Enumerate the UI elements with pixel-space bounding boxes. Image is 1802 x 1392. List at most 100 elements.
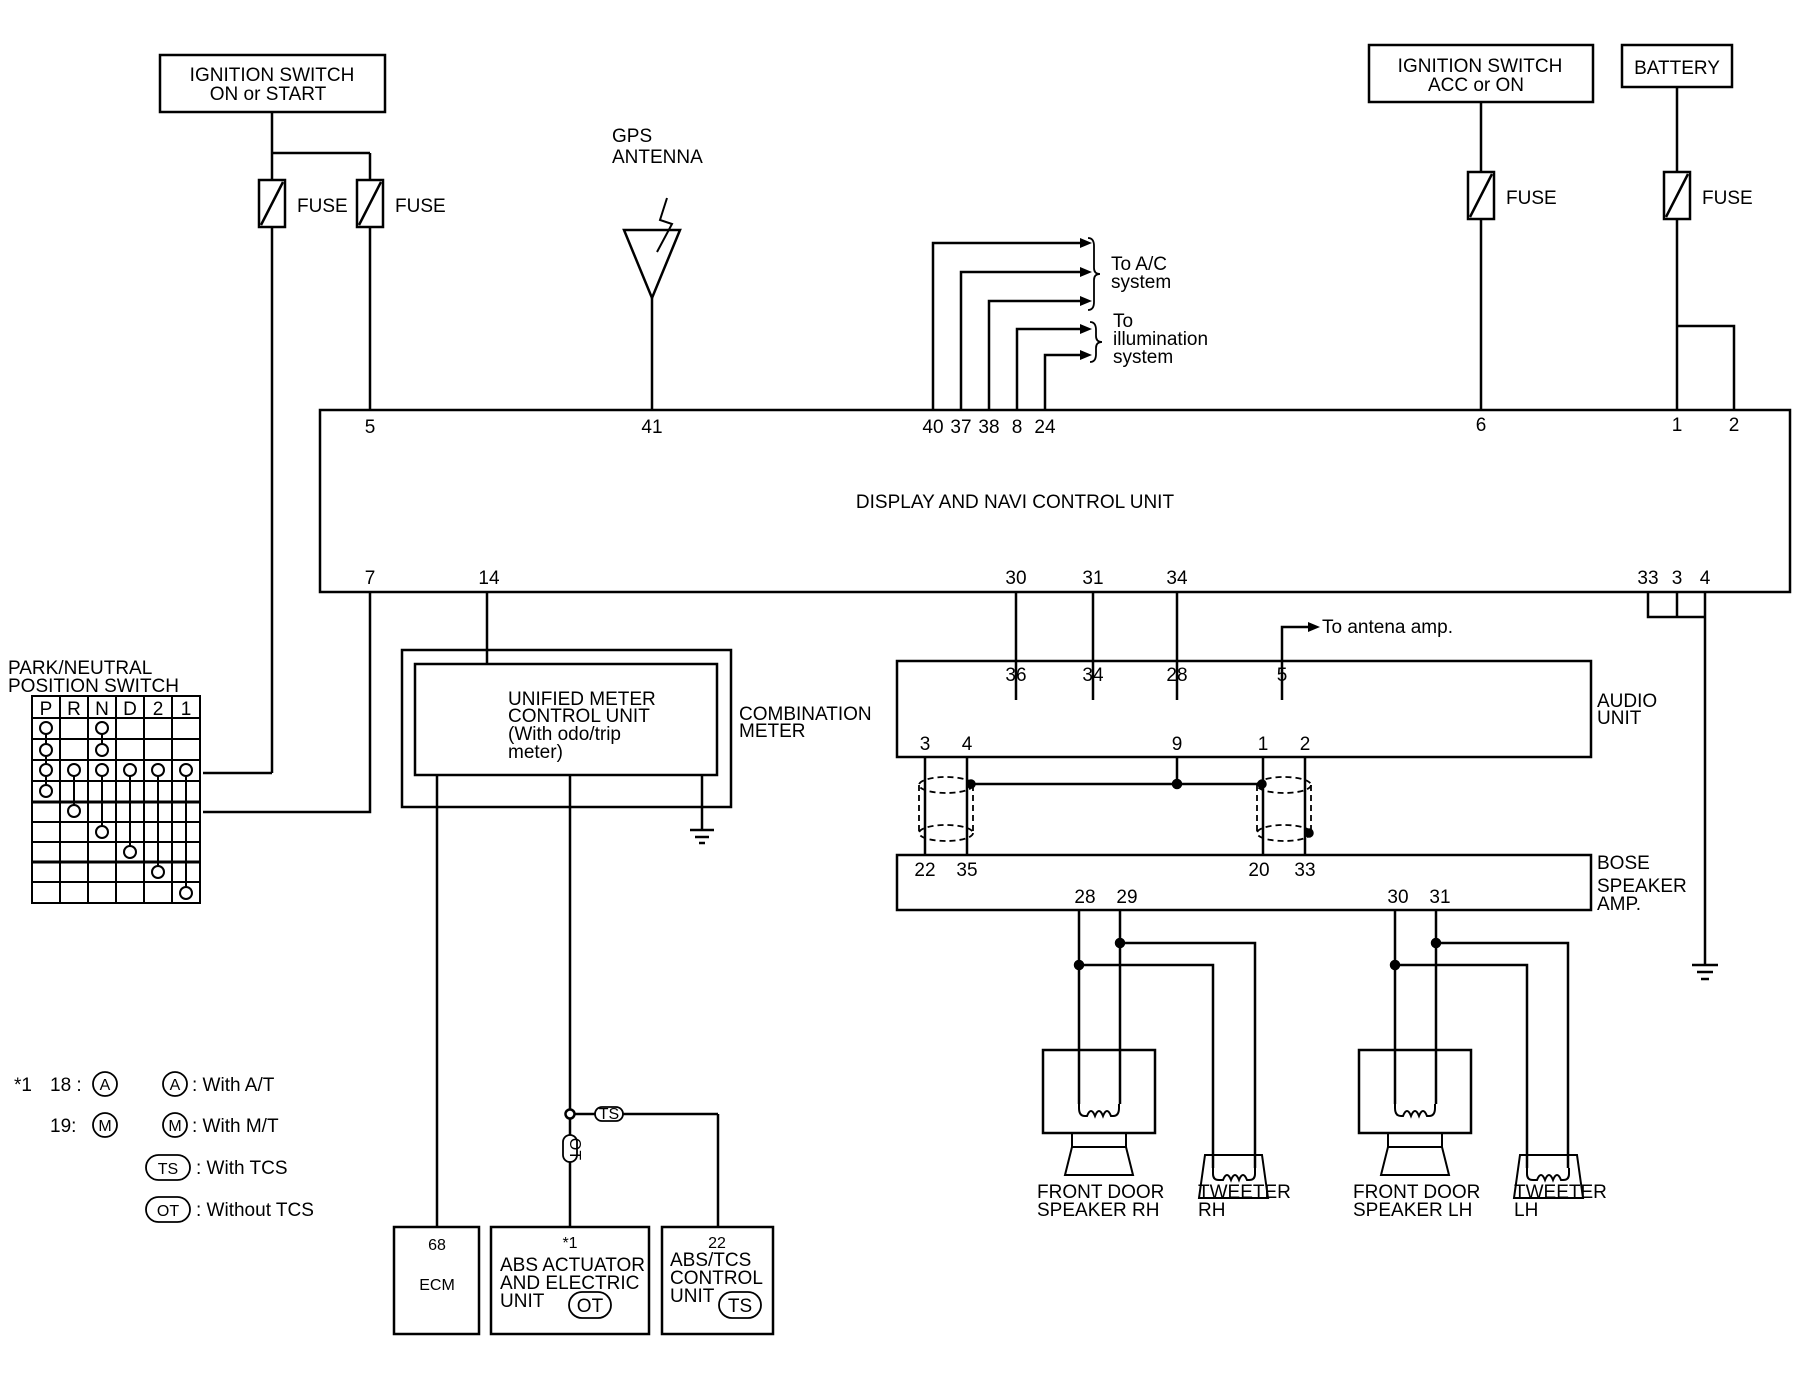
pin-label: 3	[920, 734, 931, 755]
ecm-box	[392, 1225, 481, 1336]
front-door-speaker-rh	[1041, 1048, 1157, 1135]
arrowhead	[1308, 622, 1320, 632]
pin-label: 22	[914, 860, 935, 881]
pin-label: 40	[922, 417, 943, 438]
pin-label: 28	[1074, 887, 1095, 908]
legend-text: : With TCS	[196, 1158, 288, 1179]
fuse-label: FUSE	[297, 196, 348, 217]
tweeter-lh-label-2: LH	[1514, 1200, 1538, 1221]
to-illum-label-2: illumination	[1113, 329, 1208, 350]
abs-tcs-control-unit-box	[660, 1225, 775, 1336]
pin-label: 41	[641, 417, 662, 438]
tweeter-rh-label-2: RH	[1198, 1200, 1225, 1221]
shielded-cable-icon	[1256, 776, 1312, 842]
legend-note-badge: M	[98, 1118, 111, 1135]
pin-label: 2	[1729, 415, 1740, 436]
brace-ac	[1087, 237, 1101, 311]
speaker-cone-icon	[1379, 1133, 1451, 1176]
fuse-icon	[257, 178, 287, 229]
pin-label: 38	[978, 417, 999, 438]
abs-label-1: ABS ACTUATOR	[500, 1255, 645, 1276]
pnp-column-label: D	[123, 699, 137, 720]
legend-note-row-2: 19:	[50, 1116, 76, 1137]
pin-label: 6	[1476, 415, 1487, 436]
speaker-rh-label-2: SPEAKER RH	[1037, 1200, 1159, 1221]
gps-antenna-icon	[622, 197, 682, 410]
audio-unit-label-2: UNIT	[1597, 708, 1642, 729]
bose-label-2: SPEAKER	[1597, 876, 1687, 897]
pnp-switch-grid	[31, 695, 201, 904]
to-ac-label-1: To A/C	[1111, 254, 1167, 275]
pnp-column-label: 1	[181, 699, 192, 720]
pin-label: 37	[950, 417, 971, 438]
pin-label: 31	[1429, 887, 1450, 908]
to-ac-label-2: system	[1111, 272, 1171, 293]
pin-label: 30	[1005, 568, 1026, 589]
tcs-label-2: CONTROL	[670, 1268, 763, 1289]
pin-label: 4	[962, 734, 973, 755]
pin-label: 28	[1166, 665, 1187, 686]
abs-pin: *1	[562, 1235, 577, 1252]
tweeter-lh	[1512, 1154, 1585, 1199]
bose-speaker-amp-box	[895, 853, 1593, 912]
combination-meter-label-2: METER	[739, 721, 806, 742]
ts-wire-badge-label: TS	[599, 1106, 619, 1123]
tweeter-rh-label-1: TWEETER	[1198, 1182, 1291, 1203]
fuse-label: FUSE	[1506, 188, 1557, 209]
pin-label: 7	[365, 568, 376, 589]
legend-badge: OT	[157, 1203, 179, 1220]
speaker-cone-icon	[1063, 1133, 1135, 1176]
unified-meter-control-unit-box	[413, 662, 719, 777]
pin-label: 34	[1166, 568, 1188, 589]
junction	[1430, 937, 1442, 949]
display-navi-control-unit	[318, 408, 1792, 594]
pnp-column-label: 2	[153, 699, 164, 720]
abs-actuator-box	[489, 1225, 651, 1336]
ts-badge-label: TS	[728, 1296, 752, 1317]
legend-badges	[92, 1071, 191, 1223]
tweeter-lh-label-1: TWEETER	[1514, 1182, 1607, 1203]
unified-meter-label-2: CONTROL UNIT	[508, 706, 650, 727]
fuse-label: FUSE	[395, 196, 446, 217]
junction	[1171, 778, 1183, 790]
to-illum-label-3: system	[1113, 347, 1173, 368]
to-antenna-amp-label: To antena amp.	[1322, 617, 1453, 638]
fuse-icon	[1662, 170, 1692, 221]
speaker-lh-label-1: FRONT DOOR	[1353, 1182, 1480, 1203]
ts-badge	[718, 1291, 762, 1319]
pin-label: 30	[1387, 887, 1408, 908]
pnp-title-1: PARK/NEUTRAL	[8, 658, 152, 679]
to-illum-label-1: To	[1113, 311, 1133, 332]
ts-wire-badge	[594, 1106, 624, 1122]
pin-label: 3	[1672, 568, 1683, 589]
ignition-acc-on-label-2: ACC or ON	[1428, 75, 1524, 96]
ot-wire-badge-label: OT	[566, 1138, 583, 1160]
ground-icon	[1692, 963, 1718, 981]
pin-label: 35	[956, 860, 977, 881]
pin-label: 33	[1294, 860, 1315, 881]
tweeter-rh	[1197, 1154, 1270, 1199]
pin-label: 2	[1300, 734, 1311, 755]
pnp-title-2: POSITION SWITCH	[8, 676, 179, 697]
legend-note-row-1: 18 :	[50, 1075, 82, 1096]
pnp-column-label: N	[95, 699, 109, 720]
audio-unit-box	[895, 659, 1593, 759]
ot-badge-label: OT	[577, 1296, 604, 1317]
tcs-pin: 22	[708, 1235, 726, 1252]
junction	[1073, 959, 1085, 971]
legend-note-marker: *1	[14, 1075, 32, 1096]
legend-text: : Without TCS	[196, 1200, 314, 1221]
pin-label: 34	[1082, 665, 1104, 686]
ot-wire-badge	[562, 1134, 578, 1163]
pin-label: 36	[1005, 665, 1026, 686]
tcs-label-1: ABS/TCS	[670, 1250, 751, 1271]
abs-label-2: AND ELECTRIC	[500, 1273, 639, 1294]
unified-meter-label-1: UNIFIED METER	[508, 689, 656, 710]
pin-label: 5	[365, 417, 376, 438]
ground-icon	[690, 828, 714, 845]
gps-antenna-label-2: ANTENNA	[612, 147, 703, 168]
ecm-pin: 68	[428, 1237, 446, 1254]
main-unit-title: DISPLAY AND NAVI CONTROL UNIT	[856, 492, 1175, 513]
pin-label: 29	[1116, 887, 1137, 908]
pin-label: 5	[1277, 665, 1288, 686]
